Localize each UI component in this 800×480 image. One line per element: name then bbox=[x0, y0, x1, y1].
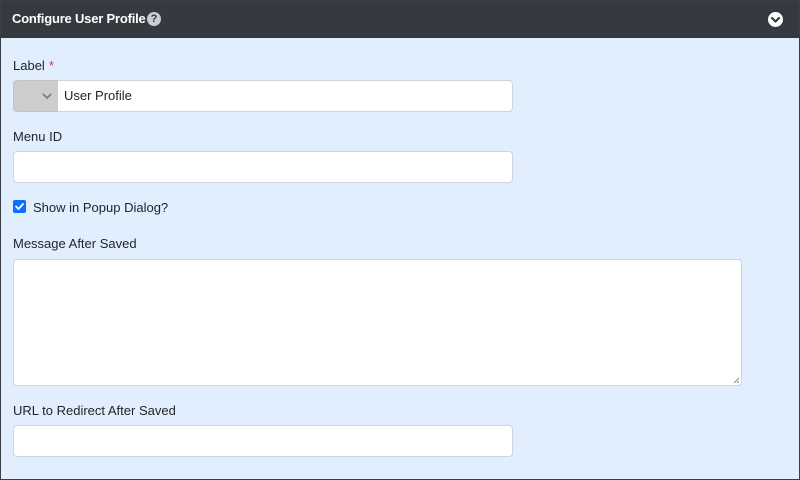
message-after-saved-label: Message After Saved bbox=[13, 236, 137, 251]
panel-title: Configure User Profile bbox=[12, 11, 146, 26]
label-field-input[interactable]: User Profile bbox=[58, 80, 513, 112]
redirect-url-input[interactable] bbox=[13, 425, 513, 457]
chevron-down-circle-icon[interactable] bbox=[768, 12, 783, 27]
menu-id-label: Menu ID bbox=[13, 129, 63, 144]
resize-handle-icon[interactable] bbox=[732, 376, 740, 384]
panel-header[interactable]: Configure User Profile ? bbox=[1, 1, 799, 38]
chevron-down-icon bbox=[42, 93, 52, 100]
help-icon[interactable]: ? bbox=[147, 12, 161, 26]
checkmark-icon bbox=[15, 203, 24, 210]
popup-dialog-checkbox[interactable] bbox=[13, 200, 26, 213]
label-field-label: Label* bbox=[13, 58, 54, 73]
language-select-dropdown[interactable] bbox=[13, 80, 58, 112]
label-field-group: User Profile bbox=[13, 80, 513, 112]
popup-dialog-label[interactable]: Show in Popup Dialog? bbox=[33, 200, 169, 215]
message-after-saved-textarea[interactable] bbox=[13, 259, 742, 386]
redirect-url-label: URL to Redirect After Saved bbox=[13, 403, 176, 418]
label-field-label-text: Label bbox=[13, 58, 45, 73]
required-marker: * bbox=[48, 58, 54, 73]
menu-id-input[interactable] bbox=[13, 151, 513, 183]
